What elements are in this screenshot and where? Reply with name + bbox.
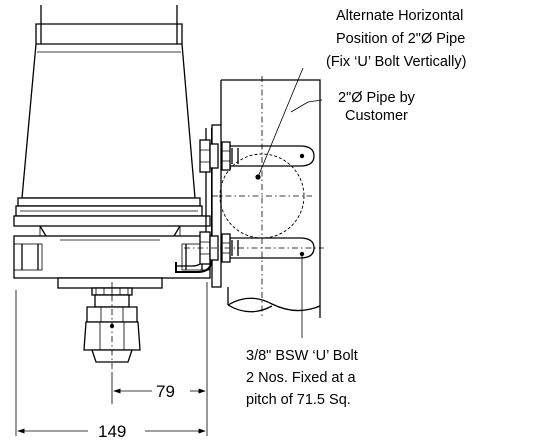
note-u-bolt: 3/8" BSW ‘U’ Bolt 2 Nos. Fixed at a pitc… (246, 348, 358, 408)
note-pipe-line-1: 2"Ø Pipe by (338, 90, 416, 106)
pipe-vertical (220, 76, 321, 318)
cap-rim (35, 23, 183, 44)
flange-band-3 (13, 215, 211, 227)
dimension-79: 79 (156, 382, 175, 401)
flange-band-1 (17, 197, 201, 207)
leader-pipe-by-customer (290, 99, 323, 113)
note-alt-line-1: Alternate Horizontal (336, 8, 463, 24)
note-pipe-by-customer: 2"Ø Pipe by Customer (338, 90, 416, 124)
note-alt-line-3: (Fix ‘U’ Bolt Vertically) (326, 54, 466, 70)
u-bolt-upper (199, 139, 315, 173)
note-ubolt-line-3: pitch of 71.5 Sq. (246, 392, 351, 408)
dimension-lines (15, 282, 208, 436)
note-ubolt-line-1: 3/8" BSW ‘U’ Bolt (246, 348, 358, 364)
enclosure (13, 5, 211, 289)
dome-body (21, 43, 196, 199)
pipe-outline-top (221, 79, 321, 300)
dimension-149: 149 (98, 422, 126, 441)
pipe-break (227, 297, 321, 312)
base-bottom (57, 277, 163, 289)
note-alt-line-2: Position of 2"Ø Pipe (336, 31, 465, 47)
u-bolt-lower (184, 231, 324, 265)
cable-gland (83, 282, 141, 372)
leader-alternate-position (257, 67, 304, 178)
note-ubolt-line-2: 2 Nos. Fixed at a (246, 370, 357, 386)
note-alternate-position: Alternate Horizontal Position of 2"Ø Pip… (326, 8, 466, 70)
note-pipe-line-2: Customer (345, 108, 408, 124)
